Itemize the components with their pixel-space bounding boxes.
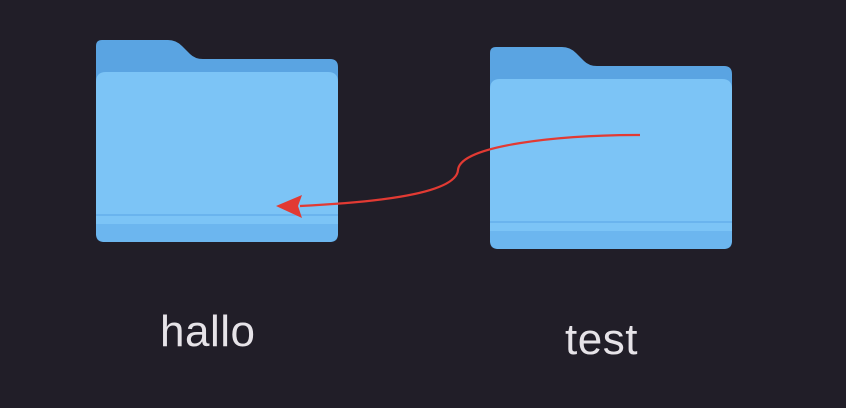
folder-label-test[interactable]: test [565, 315, 638, 364]
folder-label-hallo[interactable]: hallo [160, 307, 256, 356]
folder-icon [96, 40, 338, 242]
folder-hallo[interactable] [96, 40, 340, 244]
folder-test[interactable] [490, 47, 734, 251]
folder-icon [490, 47, 732, 249]
